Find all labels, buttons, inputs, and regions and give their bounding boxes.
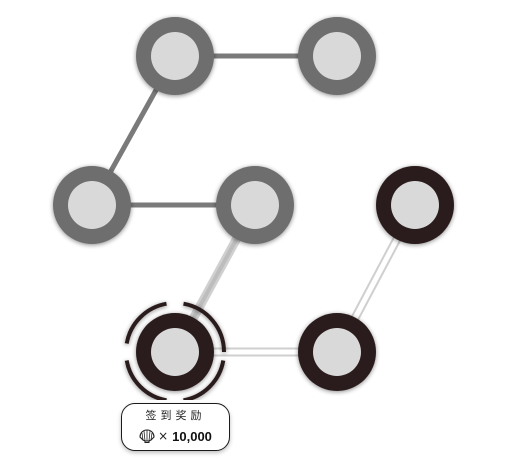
current-node-marker-arc <box>183 360 226 400</box>
level-node-n1[interactable] <box>136 17 214 95</box>
checkin-reward-bubble[interactable]: 签到奖励 × 10,000 <box>121 403 230 451</box>
level-node-n4[interactable] <box>216 166 294 244</box>
level-node-n6[interactable] <box>298 313 376 391</box>
reward-amount: 10,000 <box>172 428 212 444</box>
current-node-marker-arc <box>124 360 167 400</box>
level-node-n5[interactable] <box>124 301 227 400</box>
reward-title: 签到奖励 <box>145 409 206 422</box>
reward-multiplier: × <box>158 429 169 443</box>
current-node-marker-arc <box>124 301 167 344</box>
level-node-n3[interactable] <box>53 166 131 244</box>
current-node-marker-arc <box>183 301 227 353</box>
shell-icon <box>139 429 155 443</box>
level-map <box>53 17 454 400</box>
level-node-n7[interactable] <box>376 166 454 244</box>
level-node-n2[interactable] <box>298 17 376 95</box>
level-nodes <box>53 17 454 400</box>
reward-row: × 10,000 <box>122 427 229 445</box>
